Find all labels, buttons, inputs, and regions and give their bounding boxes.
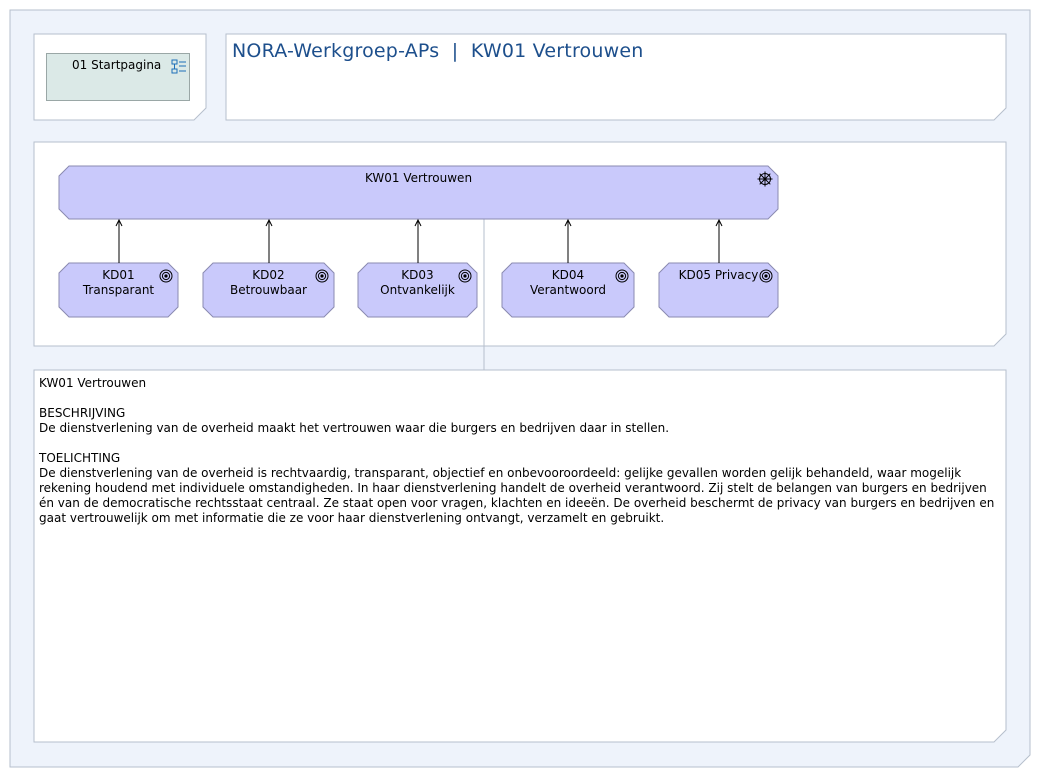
- relation-arrow-kd04: [564, 218, 572, 227]
- child-node-shape-kd03[interactable]: [357, 262, 478, 318]
- relation-arrow-kd02: [265, 218, 273, 227]
- child-node-kd02-name: Betrouwbaar: [229, 283, 307, 297]
- child-node-kd01: KD01 Transparant: [59, 268, 178, 298]
- child-node-kd05-code: KD05 Privacy: [678, 268, 759, 282]
- goal-icon: [159, 269, 173, 283]
- child-node-kd02-code: KD02: [252, 268, 285, 282]
- child-node-kd04: KD04 Verantwoord: [502, 268, 634, 298]
- child-node-shape-kd01[interactable]: [58, 262, 179, 318]
- goal-icon: [615, 269, 629, 283]
- title-box: [225, 33, 1007, 121]
- child-node-shape-kd05[interactable]: [658, 262, 779, 318]
- toelichting-heading: TOELICHTING: [39, 451, 121, 465]
- root-node-shape[interactable]: [58, 165, 779, 220]
- relation-arrow-kd01: [115, 218, 123, 227]
- nav-link-label[interactable]: 01 Startpagina: [72, 58, 162, 72]
- root-node-label: KW01 Vertrouwen: [364, 171, 473, 185]
- child-node-kd01-name: Transparant: [82, 283, 155, 297]
- child-node-kd01-code: KD01: [102, 268, 135, 282]
- child-node-kd03: KD03 Ontvankelijk: [358, 268, 477, 298]
- toelichting-text: De dienstverlening van de overheid is re…: [39, 466, 995, 525]
- description-panel: KW01 Vertrouwen BESCHRIJVING De dienstve…: [39, 376, 999, 541]
- relation-arrow-kd03: [414, 218, 422, 227]
- nav-link-startpagina[interactable]: [46, 53, 190, 101]
- child-node-shape-kd04[interactable]: [501, 262, 635, 318]
- relation-lines: [115, 218, 723, 263]
- child-node-shape-kd02[interactable]: [202, 262, 335, 318]
- child-node-kd02: KD02 Betrouwbaar: [203, 268, 334, 298]
- child-node-kd03-name: Ontvankelijk: [380, 283, 455, 297]
- driver-wheel-icon: [757, 171, 773, 187]
- beschrijving-heading: BESCHRIJVING: [39, 406, 126, 420]
- goal-icon: [759, 269, 773, 283]
- relation-arrow-kd05: [715, 218, 723, 227]
- page-title: NORA-Werkgroep-APs | KW01 Vertrouwen: [232, 40, 644, 62]
- child-node-kd05: KD05 Privacy: [659, 268, 778, 283]
- view-reference-icon[interactable]: [171, 59, 187, 75]
- description-box: [33, 369, 1007, 743]
- child-node-kd04-name: Verantwoord: [529, 283, 607, 297]
- goal-icon: [458, 269, 472, 283]
- description-title: KW01 Vertrouwen: [39, 376, 147, 390]
- goal-icon: [315, 269, 329, 283]
- child-node-kd03-code: KD03: [401, 268, 434, 282]
- child-node-kd04-code: KD04: [551, 268, 585, 282]
- beschrijving-text: De dienstverlening van de overheid maakt…: [39, 421, 670, 435]
